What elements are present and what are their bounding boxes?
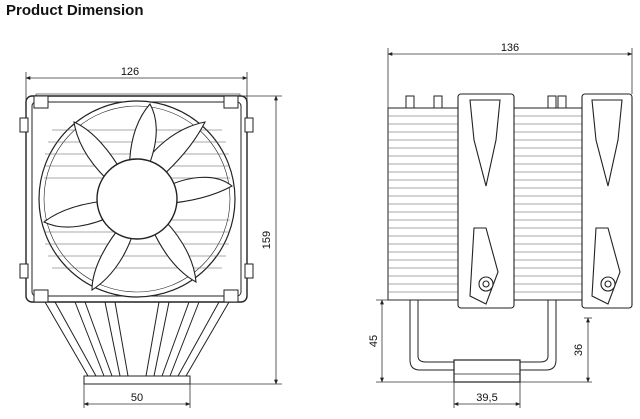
side-fin-stack-right [511, 107, 585, 301]
label-side-clearance-right: 36 [573, 344, 585, 356]
dim-side-width [387, 48, 633, 108]
dim-side-clearance-left [376, 299, 454, 383]
label-side-clearance-left: 45 [368, 335, 380, 347]
side-heatpipe-tops [405, 95, 567, 109]
side-fan-middle [457, 93, 515, 309]
dim-front-width [25, 72, 248, 100]
side-view [376, 48, 633, 408]
page-title: Product Dimension [6, 2, 144, 19]
dim-front-height [190, 95, 282, 385]
side-fin-stack-left [387, 107, 461, 301]
front-heatpipes [44, 301, 230, 377]
label-front-width: 126 [121, 66, 139, 78]
dim-base-width [453, 382, 521, 408]
dim-side-clearance-right [520, 317, 592, 383]
side-fan-right [581, 93, 633, 309]
label-front-height: 159 [261, 231, 273, 249]
fan-clips [19, 95, 254, 303]
front-view [19, 72, 282, 408]
fan-hub [96, 158, 178, 240]
side-base-block [453, 359, 521, 383]
label-side-width: 136 [501, 42, 519, 54]
dim-heatpipe-spread [83, 384, 191, 408]
side-heatpipes-bottom [409, 300, 557, 371]
label-heatpipe-spread: 50 [131, 392, 143, 404]
front-base-plate [83, 375, 191, 385]
label-base-width: 39,5 [476, 392, 497, 404]
